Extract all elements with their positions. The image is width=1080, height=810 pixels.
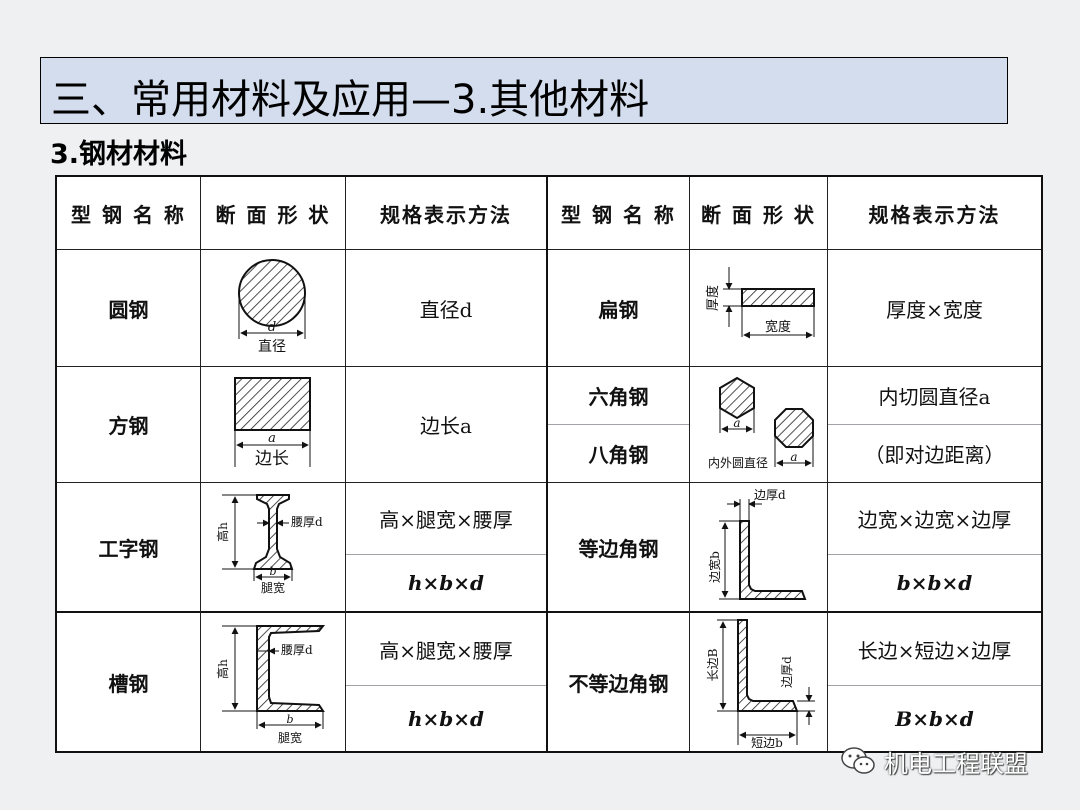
- equal-angle-diagram: 边厚d 边宽b: [707, 488, 807, 600]
- col-rule-2: [345, 177, 346, 751]
- ibeam-leg-label: 腿宽: [261, 580, 285, 595]
- angle-b-label: 边宽b: [707, 551, 722, 583]
- channel-leg-label: 腿宽: [278, 730, 302, 745]
- ibeam-h-label: 高h: [215, 522, 230, 542]
- channel-d-label: 腰厚d: [281, 643, 313, 657]
- round-diameter-label: 直径: [258, 338, 286, 355]
- spec-equal-angle-symbols: b×b×d: [896, 571, 973, 595]
- steel-table: 型 钢 名 称 断 面 形 状 规格表示方法 型 钢 名 称 断 面 形 状 规…: [55, 175, 1043, 753]
- section-subtitle: 3.钢材材料: [50, 139, 188, 170]
- name-flat-steel: 扁钢: [598, 297, 639, 322]
- header-spec-left: 规格表示方法: [380, 202, 512, 227]
- oct-a-label: a: [790, 450, 797, 464]
- spec-round-steel: 直径d: [419, 297, 473, 322]
- hex-oct-diagram: a a 内外圆直径: [708, 376, 814, 470]
- spec-unequal-angle-symbols: B×b×d: [895, 706, 974, 731]
- header-name-right: 型 钢 名 称: [561, 202, 676, 227]
- name-channel: 槽钢: [108, 671, 149, 696]
- flat-steel-diagram: 厚度 宽度: [705, 267, 815, 339]
- watermark: 机电工程联盟: [840, 744, 1028, 778]
- name-unequal-angle: 不等边角钢: [568, 671, 669, 696]
- sub-rule-channel-spec: [345, 685, 547, 686]
- flat-thickness-label: 厚度: [705, 285, 721, 311]
- angle-d-label: 边厚d: [754, 488, 786, 502]
- round-d-label: d: [268, 320, 276, 335]
- sub-rule-ibeam-spec: [345, 554, 547, 555]
- uangle-B-label: 长边B: [706, 648, 720, 681]
- hex-a-label: a: [733, 416, 740, 430]
- square-side-label: 边长: [255, 449, 289, 469]
- row-rule-2: [57, 482, 1041, 483]
- col-rule-mid: [546, 177, 548, 751]
- row-rule-1: [57, 366, 1041, 367]
- spec-hex-steel: 内切圆直径a: [878, 385, 991, 409]
- ibeam-b-label: b: [269, 565, 276, 578]
- spec-ibeam-words: 高×腿宽×腰厚: [379, 508, 513, 532]
- slide-title: 三、常用材料及应用—3.其他材料: [51, 77, 650, 123]
- spec-flat-steel: 厚度×宽度: [886, 297, 983, 322]
- header-rule: [57, 249, 1041, 250]
- sub-rule-uangle-spec: [827, 685, 1041, 686]
- name-equal-angle: 等边角钢: [578, 536, 659, 561]
- round-steel-diagram: d 直径: [238, 259, 306, 355]
- channel-diagram: 高h 腰厚d b 腿宽: [215, 625, 326, 745]
- spec-channel-symbols: h×b×d: [407, 706, 485, 731]
- header-shape-right: 断 面 形 状: [701, 202, 816, 227]
- channel-h-label: 高h: [215, 659, 230, 679]
- name-square-steel: 方钢: [108, 414, 149, 438]
- spec-equal-angle-words: 边宽×边宽×边厚: [857, 508, 1012, 532]
- header-shape-left: 断 面 形 状: [215, 202, 331, 227]
- wechat-icon: [841, 747, 875, 774]
- name-oct-steel: 八角钢: [588, 443, 649, 467]
- name-hex-steel: 六角钢: [588, 385, 649, 409]
- sub-rule-hex-spec: [827, 424, 1041, 425]
- col-rule-1: [200, 177, 201, 751]
- section-diagrams: d 直径 厚度 宽度 a 边长: [215, 259, 815, 750]
- spec-ibeam-symbols: h×b×d: [407, 571, 485, 595]
- header-name-left: 型 钢 名 称: [71, 202, 186, 227]
- spec-square-steel: 边长a: [420, 414, 472, 438]
- spec-oct-steel: （即对边距离）: [864, 443, 1005, 467]
- uangle-d-label: 边厚d: [780, 656, 794, 688]
- channel-b-label: b: [286, 713, 293, 726]
- spec-unequal-angle-words: 长边×短边×边厚: [857, 638, 1012, 663]
- header-spec-right: 规格表示方法: [868, 202, 1001, 227]
- square-steel-diagram: a 边长: [234, 377, 311, 469]
- unequal-angle-diagram: 长边B 边厚d 短边b: [706, 619, 815, 750]
- ibeam-d-label: 腰厚d: [291, 515, 323, 529]
- uangle-b-label: 短边b: [751, 736, 783, 750]
- row-rule-3: [57, 611, 1041, 613]
- name-round-steel: 圆钢: [108, 297, 149, 322]
- title-bar: 三、常用材料及应用—3.其他材料: [40, 57, 1008, 124]
- flat-width-label: 宽度: [765, 319, 791, 335]
- sub-rule-hex: [546, 424, 689, 425]
- ibeam-diagram: 高h 腰厚d b 腿宽: [215, 494, 323, 595]
- col-rule-5: [827, 177, 828, 751]
- spec-channel-words: 高×腿宽×腰厚: [379, 638, 513, 663]
- col-rule-4: [689, 177, 690, 751]
- watermark-text: 机电工程联盟: [884, 749, 1028, 778]
- sub-rule-angle-spec: [827, 554, 1041, 555]
- circle-dia-label: 内外圆直径: [708, 456, 768, 470]
- square-a-label: a: [268, 431, 276, 446]
- name-ibeam: 工字钢: [98, 536, 159, 561]
